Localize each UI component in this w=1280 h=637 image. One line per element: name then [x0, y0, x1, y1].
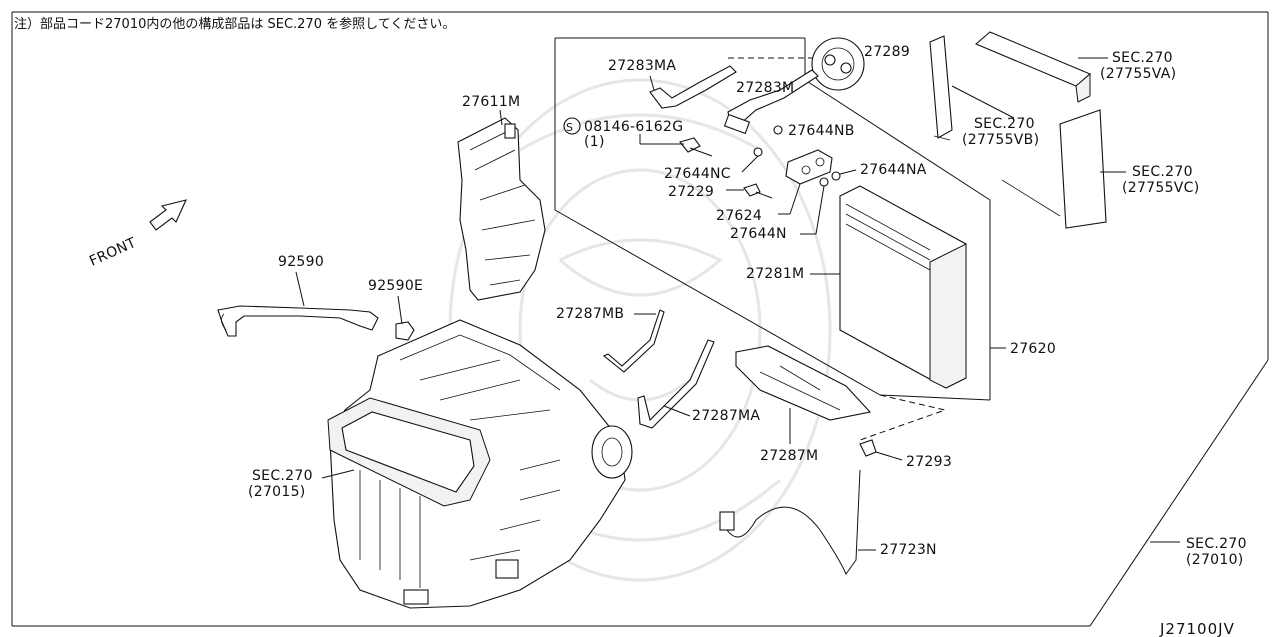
label-sec27755VA-b: (27755VA) [1100, 66, 1176, 82]
label-27287MB: 27287MB [556, 306, 624, 322]
label-27293: 27293 [906, 454, 952, 470]
cover-27755VB [929, 35, 953, 141]
heater-unit-housing [327, 319, 633, 609]
label-27283M: 27283M [736, 80, 794, 96]
hose-92590 [217, 305, 379, 337]
label-27644NC: 27644NC [664, 166, 731, 182]
label-bolt-b: (1) [584, 134, 605, 150]
label-27644N: 27644N [730, 226, 787, 242]
cover-27755VA [974, 31, 1092, 103]
label-27611M: 27611M [462, 94, 520, 110]
label-27287M: 27287M [760, 448, 818, 464]
label-sec27755VB-b: (27755VB) [962, 132, 1039, 148]
label-27644NB: 27644NB [788, 123, 855, 139]
label-27644NA: 27644NA [860, 162, 927, 178]
o-ring-27644N [819, 177, 829, 187]
o-ring-27644NA [831, 171, 841, 181]
label-sec27010-a: SEC.270 [1186, 536, 1247, 552]
front-arrow-icon [149, 199, 187, 231]
note-text: 注）部品コード27010内の他の構成部品は SEC.270 を参照してください。 [14, 16, 455, 32]
o-ring-27644NC [753, 147, 763, 157]
label-sec27755VB-a: SEC.270 [974, 116, 1035, 132]
label-92590: 92590 [278, 254, 324, 270]
label-27620: 27620 [1010, 341, 1056, 357]
front-label: FRONT [87, 235, 139, 270]
watermark-emblem [448, 78, 832, 582]
label-92590E: 92590E [368, 278, 423, 294]
diagram-frame [11, 11, 1269, 627]
label-27289: 27289 [864, 44, 910, 60]
label-sec27015-b: (27015) [248, 484, 306, 500]
label-sec27015-a: SEC.270 [252, 468, 313, 484]
o-ring-27644NB [773, 125, 783, 135]
clip-92590E [395, 321, 415, 341]
diagram-reference: J27100JV [1159, 620, 1235, 637]
label-27723N: 27723N [880, 542, 937, 558]
label-bolt-a: 08146-6162G [584, 119, 683, 135]
label-sec27755VC-a: SEC.270 [1132, 164, 1193, 180]
drain-27287MA [637, 339, 715, 429]
cover-27755VC [1001, 109, 1107, 229]
duct-27611M [457, 117, 546, 301]
pipe-27283MA [649, 65, 737, 109]
expansion-valve-27624 [785, 149, 833, 185]
grommet-27289 [811, 37, 865, 91]
label-27624: 27624 [716, 208, 762, 224]
drain-tray-27287M [735, 345, 872, 421]
label-27281M: 27281M [746, 266, 804, 282]
label-27229: 27229 [668, 184, 714, 200]
label-27283MA: 27283MA [608, 58, 676, 74]
label-sec27755VC-b: (27755VC) [1122, 180, 1200, 196]
bolt-08146-6162G: S [563, 117, 713, 157]
label-sec27755VA-a: SEC.270 [1112, 50, 1173, 66]
drain-27287MB [602, 309, 665, 373]
bolt-27229 [743, 183, 773, 199]
clip-27293 [859, 439, 877, 457]
label-27287MA: 27287MA [692, 408, 760, 424]
pipe-27283M [723, 69, 819, 135]
evaporator-core-27281M [839, 185, 967, 389]
label-sec27010-b: (27010) [1186, 552, 1244, 568]
svg-text:S: S [566, 121, 573, 134]
sensor-27723N [719, 469, 861, 576]
